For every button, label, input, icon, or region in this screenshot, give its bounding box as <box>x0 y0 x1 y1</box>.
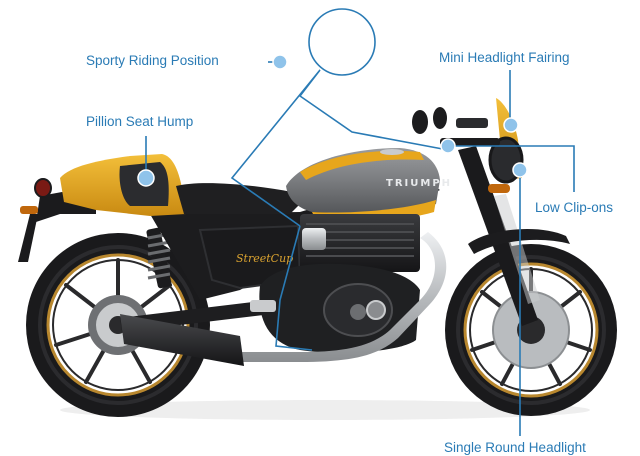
rider-posture-lines <box>230 69 449 351</box>
footpeg <box>250 300 276 312</box>
clipons-marker-dot <box>440 138 456 154</box>
front-fender <box>468 229 570 254</box>
mini-headlight-fairing-label: Mini Headlight Fairing <box>439 50 570 65</box>
rider-head-outline <box>308 8 376 76</box>
clip-on-handlebars <box>412 107 500 146</box>
tail-light-icon <box>34 178 52 198</box>
fairing-marker-dot <box>503 117 519 133</box>
low-clip-ons-label: Low Clip-ons <box>535 200 614 215</box>
engine-case-bolt <box>366 300 386 320</box>
fuel-tank-top-stripe <box>300 150 424 180</box>
single-round-headlight-label: Single Round Headlight <box>444 440 586 455</box>
sporty-marker-dot <box>272 54 288 70</box>
front-wheel <box>445 244 617 416</box>
pillion-marker-dot <box>137 169 155 187</box>
exhaust-header <box>240 232 447 362</box>
headlight-marker-dot <box>512 162 528 178</box>
tank-badge: TRIUMPH <box>386 178 452 189</box>
throttle-body <box>302 228 326 250</box>
rider-seat <box>176 183 300 214</box>
sporty-riding-position-label: Sporty Riding Position <box>86 53 219 68</box>
annotation-markers <box>137 54 528 187</box>
engine-logo-icon <box>350 304 366 320</box>
license-bracket <box>18 214 38 262</box>
side-panel-badge: StreetCup <box>236 252 293 265</box>
rear-shock <box>146 227 172 289</box>
clipons-leader-line <box>448 145 575 192</box>
ground-shadow <box>60 400 590 420</box>
fuel-cap <box>380 149 404 155</box>
pillion-seat-hump-label: Pillion Seat Hump <box>86 114 194 129</box>
front-indicator-icon <box>488 184 510 193</box>
exhaust-muffler <box>120 314 244 366</box>
rear-indicator-icon <box>20 206 38 214</box>
